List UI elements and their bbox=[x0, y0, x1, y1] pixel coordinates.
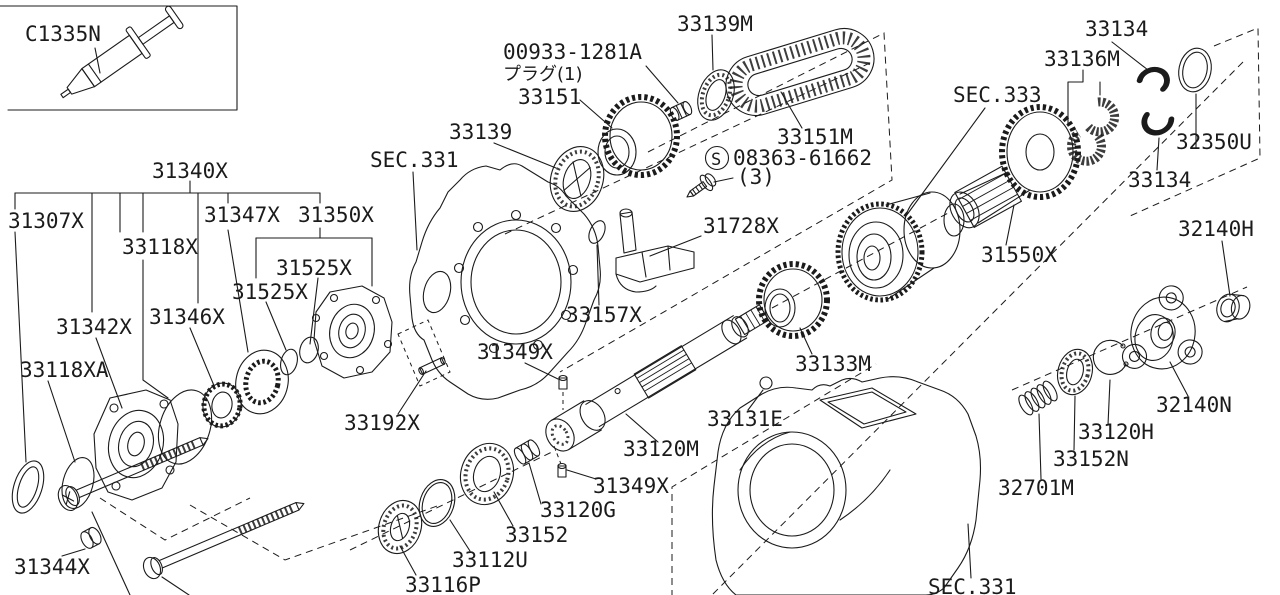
label-32140h: 32140H bbox=[1178, 217, 1254, 241]
pin-31349x-lower bbox=[557, 462, 567, 478]
bearing-33152n bbox=[1056, 348, 1094, 396]
output-shaft-33120m bbox=[545, 304, 770, 452]
label-33152: 33152 bbox=[505, 523, 568, 547]
label-31550x: 31550X bbox=[981, 243, 1057, 267]
label-screw-number: 08363-61662 bbox=[733, 146, 872, 170]
label-31340x: 31340X bbox=[152, 159, 228, 183]
label-31525x-lower: 31525X bbox=[232, 280, 308, 304]
chain-33151m bbox=[725, 28, 875, 116]
screw-08363 bbox=[686, 173, 717, 198]
bush-33120g bbox=[513, 439, 541, 465]
circled-s-icon bbox=[704, 145, 730, 171]
bracket-31340x bbox=[14, 180, 373, 313]
pin-31349x-upper bbox=[558, 374, 568, 390]
front-case bbox=[409, 163, 601, 400]
ring-33112u bbox=[418, 479, 456, 527]
label-31349x-upper: 31349X bbox=[477, 340, 553, 364]
snap-ring-33120h bbox=[1092, 339, 1129, 375]
case-screw-2 bbox=[142, 502, 305, 580]
seal-cap-31344x bbox=[80, 526, 102, 549]
label-33136m: 33136M bbox=[1044, 47, 1120, 71]
label-33134-lower: 33134 bbox=[1128, 168, 1191, 192]
label-33118xa: 33118XA bbox=[20, 358, 109, 382]
screw-callout: S 08363-61662 (3) bbox=[704, 145, 872, 189]
snap-ring-33134-upper bbox=[1136, 66, 1170, 92]
oil-seal-31307x bbox=[11, 460, 45, 514]
label-33120m: 33120M bbox=[623, 437, 699, 461]
drive-gear-31550x bbox=[949, 104, 1081, 229]
gasket-33118x bbox=[157, 389, 213, 465]
label-33131e: 33131E bbox=[707, 407, 783, 431]
ring-32350u bbox=[1178, 47, 1212, 93]
label-33139m: 33139M bbox=[677, 12, 753, 36]
label-screw-qty: (3) bbox=[737, 165, 775, 189]
fork-bracket-31728x bbox=[615, 208, 695, 293]
label-31728x: 31728X bbox=[703, 214, 779, 238]
label-plug-number: 00933-1281A bbox=[503, 40, 642, 64]
label-sec331-rear: SEC.331 bbox=[928, 575, 1017, 595]
label-31307x: 31307X bbox=[8, 209, 84, 233]
case-screw-1 bbox=[57, 437, 209, 512]
nut-32140h bbox=[1216, 293, 1251, 323]
inner-rotor-31346x bbox=[201, 381, 243, 429]
oring-31525x-a bbox=[280, 348, 298, 376]
ball-33131e bbox=[759, 376, 773, 390]
label-33116p: 33116P bbox=[405, 573, 481, 595]
oring-33118xa bbox=[61, 457, 95, 509]
label-33118x: 33118X bbox=[122, 235, 198, 259]
snap-ring-33134-lower bbox=[1141, 111, 1175, 136]
leader-lines bbox=[14, 34, 1231, 595]
label-32350u: 32350U bbox=[1176, 130, 1252, 154]
label-33133m: 33133M bbox=[795, 352, 871, 376]
label-31347x: 31347X bbox=[204, 203, 280, 227]
main-gear-33151 bbox=[597, 94, 680, 178]
label-screw-symbol: S bbox=[711, 150, 721, 170]
label-c1335n: C1335N bbox=[25, 22, 101, 46]
label-33157x: 33157X bbox=[566, 303, 642, 327]
label-32140n: 32140N bbox=[1156, 393, 1232, 417]
gear-33133m bbox=[756, 261, 830, 339]
pump-cover-31342x bbox=[93, 389, 179, 501]
label-plug-jp: プラグ(1) bbox=[503, 64, 583, 85]
label-sec333: SEC.333 bbox=[953, 83, 1042, 107]
label-33120h: 33120H bbox=[1078, 420, 1154, 444]
spring-32701m bbox=[1018, 380, 1058, 416]
label-33120g: 33120G bbox=[540, 498, 616, 522]
label-31349x-lower: 31349X bbox=[593, 474, 669, 498]
label-31346x: 31346X bbox=[149, 305, 225, 329]
label-sec331-front: SEC.331 bbox=[370, 148, 459, 172]
label-31342x: 31342X bbox=[56, 315, 132, 339]
pump-body-31350x bbox=[311, 285, 393, 379]
construction-lines bbox=[99, 27, 1261, 595]
label-31344x: 31344X bbox=[14, 555, 90, 579]
label-33151m: 33151M bbox=[777, 125, 853, 149]
bearing-33152 bbox=[459, 442, 515, 506]
roll-pin-33192x bbox=[418, 357, 446, 375]
flange-32140n bbox=[1121, 285, 1203, 370]
clutch-drum bbox=[835, 191, 965, 303]
bearing-shells-33136m bbox=[1067, 97, 1120, 166]
label-33151: 33151 bbox=[518, 85, 581, 109]
sealant-box bbox=[0, 5, 238, 111]
label-33134-upper: 33134 bbox=[1085, 17, 1148, 41]
rear-case bbox=[711, 376, 982, 595]
label-33152n: 33152N bbox=[1053, 447, 1129, 471]
label-32701m: 32701M bbox=[998, 476, 1074, 500]
sealant-syringe-icon bbox=[60, 5, 184, 99]
label-33112u: 33112U bbox=[452, 548, 528, 572]
label-31350x: 31350X bbox=[298, 203, 374, 227]
plug-00933 bbox=[669, 100, 693, 122]
label-31525x-upper: 31525X bbox=[276, 256, 352, 280]
label-33139: 33139 bbox=[449, 120, 512, 144]
detent-33157x bbox=[588, 220, 606, 244]
label-33192x: 33192X bbox=[344, 411, 420, 435]
